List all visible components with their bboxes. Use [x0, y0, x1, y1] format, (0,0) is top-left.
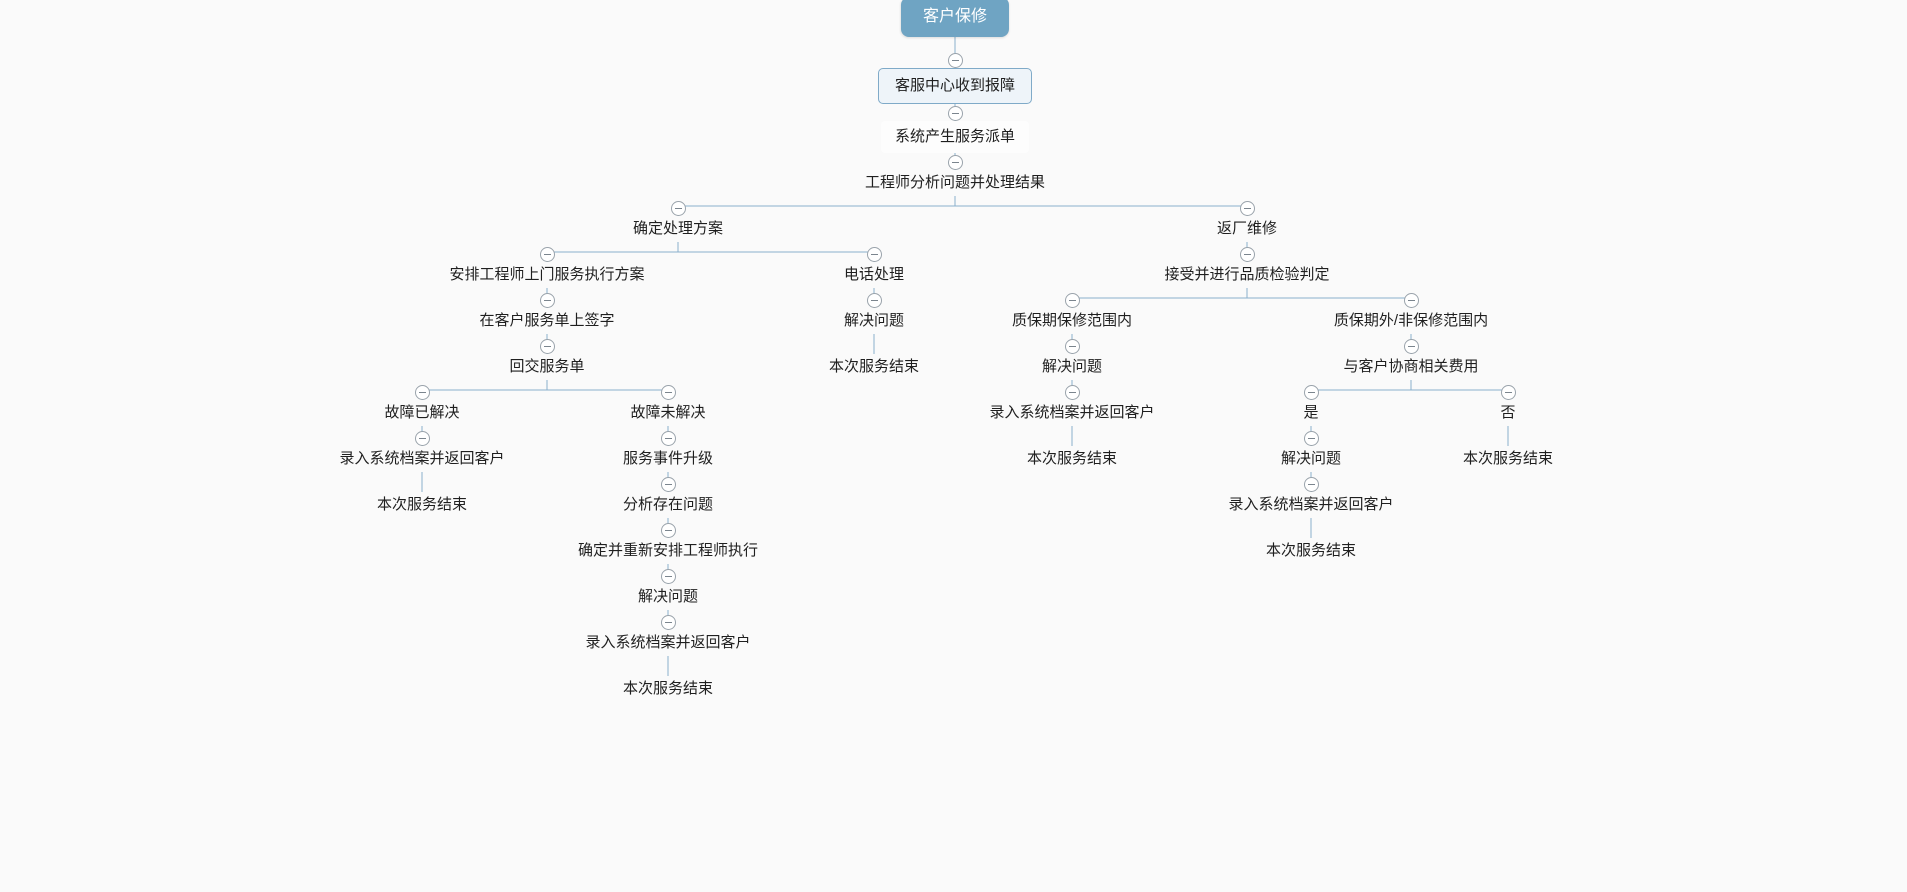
mindmap-node[interactable]: 在客户服务单上签字 — [479, 312, 615, 329]
collapse-minus-icon[interactable] — [1403, 338, 1419, 354]
collapse-minus-icon[interactable] — [1303, 476, 1319, 492]
mindmap-node[interactable]: 是 — [1303, 404, 1319, 421]
mindmap-node[interactable]: 服务事件升级 — [622, 450, 714, 467]
collapse-minus-icon[interactable] — [1303, 430, 1319, 446]
collapse-minus-icon[interactable] — [660, 568, 676, 584]
mindmap-node[interactable]: 本次服务结束 — [1265, 542, 1357, 559]
mindmap-node[interactable]: 解决问题 — [1041, 358, 1103, 375]
collapse-minus-icon[interactable] — [1064, 338, 1080, 354]
mindmap-node[interactable]: 解决问题 — [843, 312, 905, 329]
mindmap-node[interactable]: 确定并重新安排工程师执行 — [577, 542, 759, 559]
collapse-minus-icon[interactable] — [414, 430, 430, 446]
mindmap-node[interactable]: 电话处理 — [843, 266, 905, 283]
collapse-minus-icon[interactable] — [947, 154, 963, 170]
mindmap-node[interactable]: 本次服务结束 — [376, 496, 468, 513]
mindmap-node[interactable]: 解决问题 — [637, 588, 699, 605]
collapse-minus-icon[interactable] — [660, 522, 676, 538]
collapse-minus-icon[interactable] — [1064, 292, 1080, 308]
collapse-minus-icon[interactable] — [660, 614, 676, 630]
mindmap-node[interactable]: 录入系统档案并返回客户 — [989, 404, 1155, 421]
collapse-minus-icon[interactable] — [539, 338, 555, 354]
collapse-minus-icon[interactable] — [947, 52, 963, 68]
collapse-minus-icon[interactable] — [866, 246, 882, 262]
mindmap-node[interactable]: 本次服务结束 — [1026, 450, 1118, 467]
collapse-minus-icon[interactable] — [414, 384, 430, 400]
collapse-minus-icon[interactable] — [1500, 384, 1516, 400]
collapse-minus-icon[interactable] — [539, 292, 555, 308]
collapse-minus-icon[interactable] — [1239, 200, 1255, 216]
mindmap-node[interactable]: 客户保修 — [900, 0, 1010, 37]
collapse-minus-icon[interactable] — [947, 105, 963, 121]
mindmap-node[interactable]: 故障未解决 — [630, 404, 706, 421]
collapse-minus-icon[interactable] — [670, 200, 686, 216]
mindmap-node[interactable]: 质保期保修范围内 — [1011, 312, 1133, 329]
mindmap-node[interactable]: 回交服务单 — [509, 358, 585, 375]
mindmap-node[interactable]: 故障已解决 — [384, 404, 460, 421]
mindmap-node[interactable]: 否 — [1500, 404, 1516, 421]
mindmap-node[interactable]: 录入系统档案并返回客户 — [585, 634, 751, 651]
mindmap-node[interactable]: 客服中心收到报障 — [877, 68, 1033, 104]
collapse-minus-icon[interactable] — [1064, 384, 1080, 400]
mindmap-node[interactable]: 本次服务结束 — [1462, 450, 1554, 467]
mindmap-node[interactable]: 本次服务结束 — [622, 680, 714, 697]
collapse-minus-icon[interactable] — [660, 430, 676, 446]
mindmap-node[interactable]: 确定处理方案 — [632, 220, 724, 237]
collapse-minus-icon[interactable] — [1303, 384, 1319, 400]
mindmap-node[interactable]: 分析存在问题 — [622, 496, 714, 513]
mindmap-node[interactable]: 工程师分析问题并处理结果 — [864, 174, 1046, 191]
collapse-minus-icon[interactable] — [660, 384, 676, 400]
collapse-minus-icon[interactable] — [1239, 246, 1255, 262]
collapse-minus-icon[interactable] — [866, 292, 882, 308]
mindmap-node[interactable]: 录入系统档案并返回客户 — [1228, 496, 1394, 513]
mindmap-node[interactable]: 录入系统档案并返回客户 — [339, 450, 505, 467]
mindmap-node[interactable]: 接受并进行品质检验判定 — [1164, 266, 1330, 283]
mindmap-node[interactable]: 与客户协商相关费用 — [1343, 358, 1479, 375]
mindmap-node[interactable]: 返厂维修 — [1216, 220, 1278, 237]
mindmap-node[interactable]: 安排工程师上门服务执行方案 — [449, 266, 645, 283]
mindmap-node[interactable]: 本次服务结束 — [828, 358, 920, 375]
collapse-minus-icon[interactable] — [660, 476, 676, 492]
collapse-minus-icon[interactable] — [1403, 292, 1419, 308]
mindmap-node[interactable]: 解决问题 — [1280, 450, 1342, 467]
mindmap-node[interactable]: 质保期外/非保修范围内 — [1333, 312, 1489, 329]
collapse-minus-icon[interactable] — [539, 246, 555, 262]
mindmap-node[interactable]: 系统产生服务派单 — [880, 121, 1030, 153]
